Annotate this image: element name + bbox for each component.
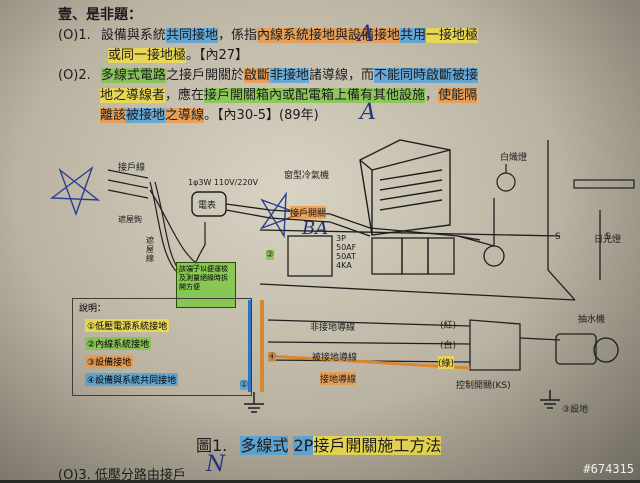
ground-symbols [244, 390, 560, 413]
legend-item-2: ②內線系統接地 [85, 337, 152, 350]
label-ground-conductor: 接地導線 [320, 372, 357, 385]
breaker-boxes [287, 235, 505, 277]
lamp-drawing [496, 164, 516, 192]
label-white: (白) [440, 341, 457, 351]
question-1-line-2: 或同一接地極。【內27】 [108, 44, 248, 63]
handwritten-n: N [206, 452, 226, 477]
label-switch-s1: S [555, 232, 561, 242]
label-service-switch: 接戶開關 [290, 206, 327, 219]
wire-ground-orange [267, 354, 471, 370]
label-control-switch: 控制開關(KS) [456, 381, 511, 391]
q1-highlight-electrode: 一接地極 [426, 28, 479, 43]
question-1-line-1: (O)1. 設備與系統共同接地，係指內線系統接地與設備接地共用一接地極 [58, 24, 479, 43]
label-eave-hook: 遮屋鉤 [118, 215, 142, 224]
label-service-line: 接戶線 [118, 163, 146, 173]
q2-highlight-facility: 接戶開關箱內或配電箱上備有其他設施 [204, 88, 426, 103]
legend-box: 說明： ①低壓電源系統接地 ②內線系統接地 ③設備接地 ④設備與系統共同接地 [72, 298, 252, 396]
question-2-line-1: (O)2. 多線式電路之接戶開關於啟斷非接地諸導線，而不能同時啟斷被接 [58, 64, 479, 83]
legend-item-4: ④設備與系統共同接地 [85, 373, 179, 386]
q2-highlight-nonground: 非接地 [269, 68, 309, 83]
q2-text-f: 之導線 [165, 108, 205, 123]
q1-reference: 。【內27】 [186, 48, 249, 63]
q1-highlight-system-ground: 內線系統接地與設備接地 [256, 28, 400, 43]
caption-method: 接戶開關施工方法 [313, 436, 442, 455]
label-green: (綠) [438, 356, 455, 369]
label-grounded-wire: 被接地導線 [312, 353, 358, 363]
question-3-partial: (O)3. 低壓分路由接戶 [58, 468, 186, 483]
label-switch-s2: S [605, 232, 611, 242]
q1-text-a: 設備與系統 [100, 28, 166, 43]
q2-text-b: 諸導線，而 [308, 68, 374, 83]
caption-2p: 2P [293, 436, 314, 455]
question-2-line-3: 離該被接地之導線。【內30-5】(89年) [100, 104, 319, 123]
q2-highlight-multiwire: 多線式電路 [100, 68, 166, 83]
q2-highlight-open: 啟斷 [243, 68, 270, 83]
caption-number: 圖1. [196, 436, 228, 455]
handwritten-a-1: A [358, 22, 374, 47]
label-side: 遮屋線 [146, 236, 154, 263]
q1-text-b: ，係指 [217, 28, 257, 43]
q2-highlight-cannot: 不能同時啟斷被接 [374, 68, 479, 83]
marker-1: ① [240, 380, 249, 390]
q2-text-d: ， [425, 88, 439, 103]
handwritten-ba: BA [302, 218, 329, 239]
handwritten-a-2: A [360, 100, 376, 125]
q2-highlight-grounded: 被接地 [126, 108, 166, 123]
marker-4: ④ [268, 352, 277, 362]
marker-2: ② [266, 250, 275, 260]
q2-highlight-ground-wire: 地之導線者 [100, 88, 166, 103]
q2-answer: (O)2. [58, 68, 91, 83]
q1-answer: (O)1. [58, 28, 91, 43]
label-meter: 電表 [198, 201, 217, 211]
legend-item-3: ③設備接地 [85, 355, 134, 368]
breaker-trip: 50AT [336, 252, 356, 261]
label-breaker-rating: 3P 50AF 50AT 4KA [336, 234, 356, 270]
label-ground-3: ③設地 [562, 405, 589, 415]
note-box: 該端子以便運檢及測量絕緣時拆開方便 [176, 262, 236, 308]
q2-text-a: 之接戶開關於 [165, 68, 244, 83]
pump-drawing [555, 333, 619, 365]
q2-text-e: 離該 [100, 108, 127, 123]
breaker-capacity: 4KA [336, 261, 352, 270]
label-supply: 1φ3W 110V/220V [188, 178, 259, 187]
section-heading: 壹、是非題： [58, 7, 142, 23]
label-air-conditioner: 窗型冷氣機 [284, 171, 330, 181]
label-nonground-wire: 非接地導線 [310, 323, 356, 333]
label-fluorescent: 日光燈 [594, 235, 622, 245]
label-red: (紅) [440, 321, 457, 331]
q1-highlight-same-electrode: 或同一接地極 [108, 48, 187, 63]
question-2-line-2: 地之導線者，應在接戶開關箱內或配電箱上備有其他設施，使能隔 [100, 84, 478, 103]
q2-reference: 。【內30-5】(89年) [204, 108, 319, 123]
air-conditioner-drawing [359, 139, 451, 236]
figure-caption: 圖1. 多線式 2P接戶開關施工方法 [196, 432, 442, 456]
watermark: #674315 [583, 462, 634, 476]
breaker-frame: 50AF [336, 243, 357, 252]
q1-highlight-common-ground: 共同接地 [165, 28, 218, 43]
fluorescent-drawing [573, 179, 635, 189]
q1-highlight-share: 共用 [399, 28, 426, 43]
q2-text-c: ，應在 [165, 88, 205, 103]
legend-title: 說明： [79, 304, 107, 314]
breaker-poles: 3P [336, 234, 346, 243]
legend-item-1: ①低壓電源系統接地 [85, 319, 170, 332]
caption-multiwire: 多線式 [240, 436, 289, 455]
label-lamp: 白熾燈 [500, 153, 528, 163]
pen-star-left [50, 166, 101, 217]
q2-highlight-isolate: 使能隔 [438, 88, 478, 103]
label-pump: 抽水機 [578, 315, 606, 325]
